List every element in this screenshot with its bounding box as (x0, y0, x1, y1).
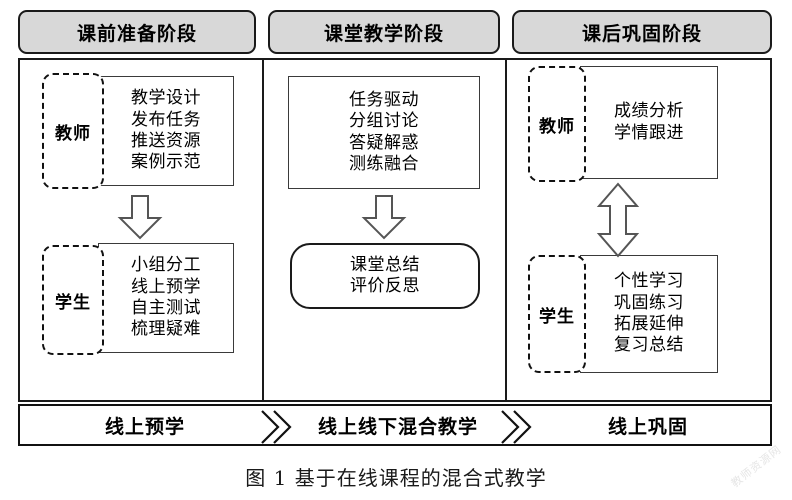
activity-line: 推送资源 (131, 131, 201, 151)
down-arrow-icon-column-2 (361, 194, 407, 240)
activity-line: 学情跟进 (614, 122, 684, 143)
activity-box-in-class-main: 任务驱动 分组讨论 答疑解惑 测练融合 (288, 76, 480, 189)
activity-line: 任务驱动 (349, 89, 419, 110)
column-divider-2 (505, 58, 507, 402)
activity-line: 评价反思 (350, 276, 420, 296)
activity-line: 发布任务 (131, 109, 201, 130)
role-badge-student-pre: 学生 (42, 245, 104, 355)
phase-flow-segment-1: 线上预学 (20, 406, 270, 444)
figure-caption: 图 1 基于在线课程的混合式教学 (245, 466, 547, 490)
activity-line: 教学设计 (131, 88, 201, 109)
phase-flow-bar: 线上预学 线上线下混合教学 线上巩固 (18, 404, 772, 446)
activity-line: 小组分工 (131, 255, 201, 276)
double-arrow-icon-column-3 (596, 182, 640, 258)
phase-flow-segment-2-label: 线上线下混合教学 (317, 415, 478, 438)
activity-line: 巩固练习 (614, 292, 684, 313)
double-chevron-icon-2 (498, 408, 534, 446)
activity-line: 课堂总结 (350, 254, 420, 275)
stage-header-pre-class-label: 课前准备阶段 (76, 22, 197, 45)
role-badge-teacher-post: 教师 (528, 66, 586, 182)
stage-header-post-class: 课后巩固阶段 (512, 10, 772, 54)
stage-header-in-class: 课堂教学阶段 (268, 10, 500, 54)
phase-flow-segment-3-label: 线上巩固 (607, 415, 688, 438)
role-badge-teacher-pre-label: 教师 (55, 123, 91, 144)
activity-line: 自主测试 (131, 298, 201, 318)
down-arrow-icon-column-1 (117, 194, 163, 240)
role-badge-student-pre-label: 学生 (55, 292, 91, 313)
activity-line: 答疑解惑 (349, 132, 419, 153)
role-badge-teacher-pre: 教师 (42, 73, 104, 189)
role-badge-teacher-post-label: 教师 (539, 116, 575, 137)
phase-flow-segment-1-label: 线上预学 (104, 415, 185, 438)
double-chevron-icon-1 (258, 408, 294, 446)
role-badge-student-post-label: 学生 (539, 306, 575, 327)
activity-line: 复习总结 (614, 335, 684, 356)
role-badge-student-post: 学生 (528, 255, 586, 373)
activity-line: 案例示范 (131, 152, 201, 173)
activity-box-teacher-pre: 教学设计 发布任务 推送资源 案例示范 (98, 76, 234, 186)
activity-line: 个性学习 (614, 271, 684, 292)
activity-line: 梳理疑难 (131, 319, 201, 340)
activity-line: 拓展延伸 (614, 314, 684, 334)
activity-line: 线上预学 (131, 276, 201, 297)
stage-header-pre-class: 课前准备阶段 (18, 10, 256, 54)
phase-flow-segment-3: 线上巩固 (526, 406, 770, 444)
activity-line: 测练融合 (349, 153, 419, 174)
activity-box-student-pre: 小组分工 线上预学 自主测试 梳理疑难 (98, 243, 234, 353)
activity-line: 分组讨论 (349, 111, 419, 132)
column-divider-1 (262, 58, 264, 402)
activity-box-student-post: 个性学习 巩固练习 拓展延伸 复习总结 (580, 255, 718, 373)
stage-header-in-class-label: 课堂教学阶段 (323, 22, 444, 45)
activity-line: 成绩分析 (614, 101, 684, 122)
stage-header-post-class-label: 课后巩固阶段 (581, 22, 702, 45)
activity-box-in-class-summary: 课堂总结 评价反思 (290, 243, 480, 309)
phase-flow-segment-2: 线上线下混合教学 (282, 406, 514, 444)
activity-box-teacher-post: 成绩分析 学情跟进 (580, 66, 718, 179)
